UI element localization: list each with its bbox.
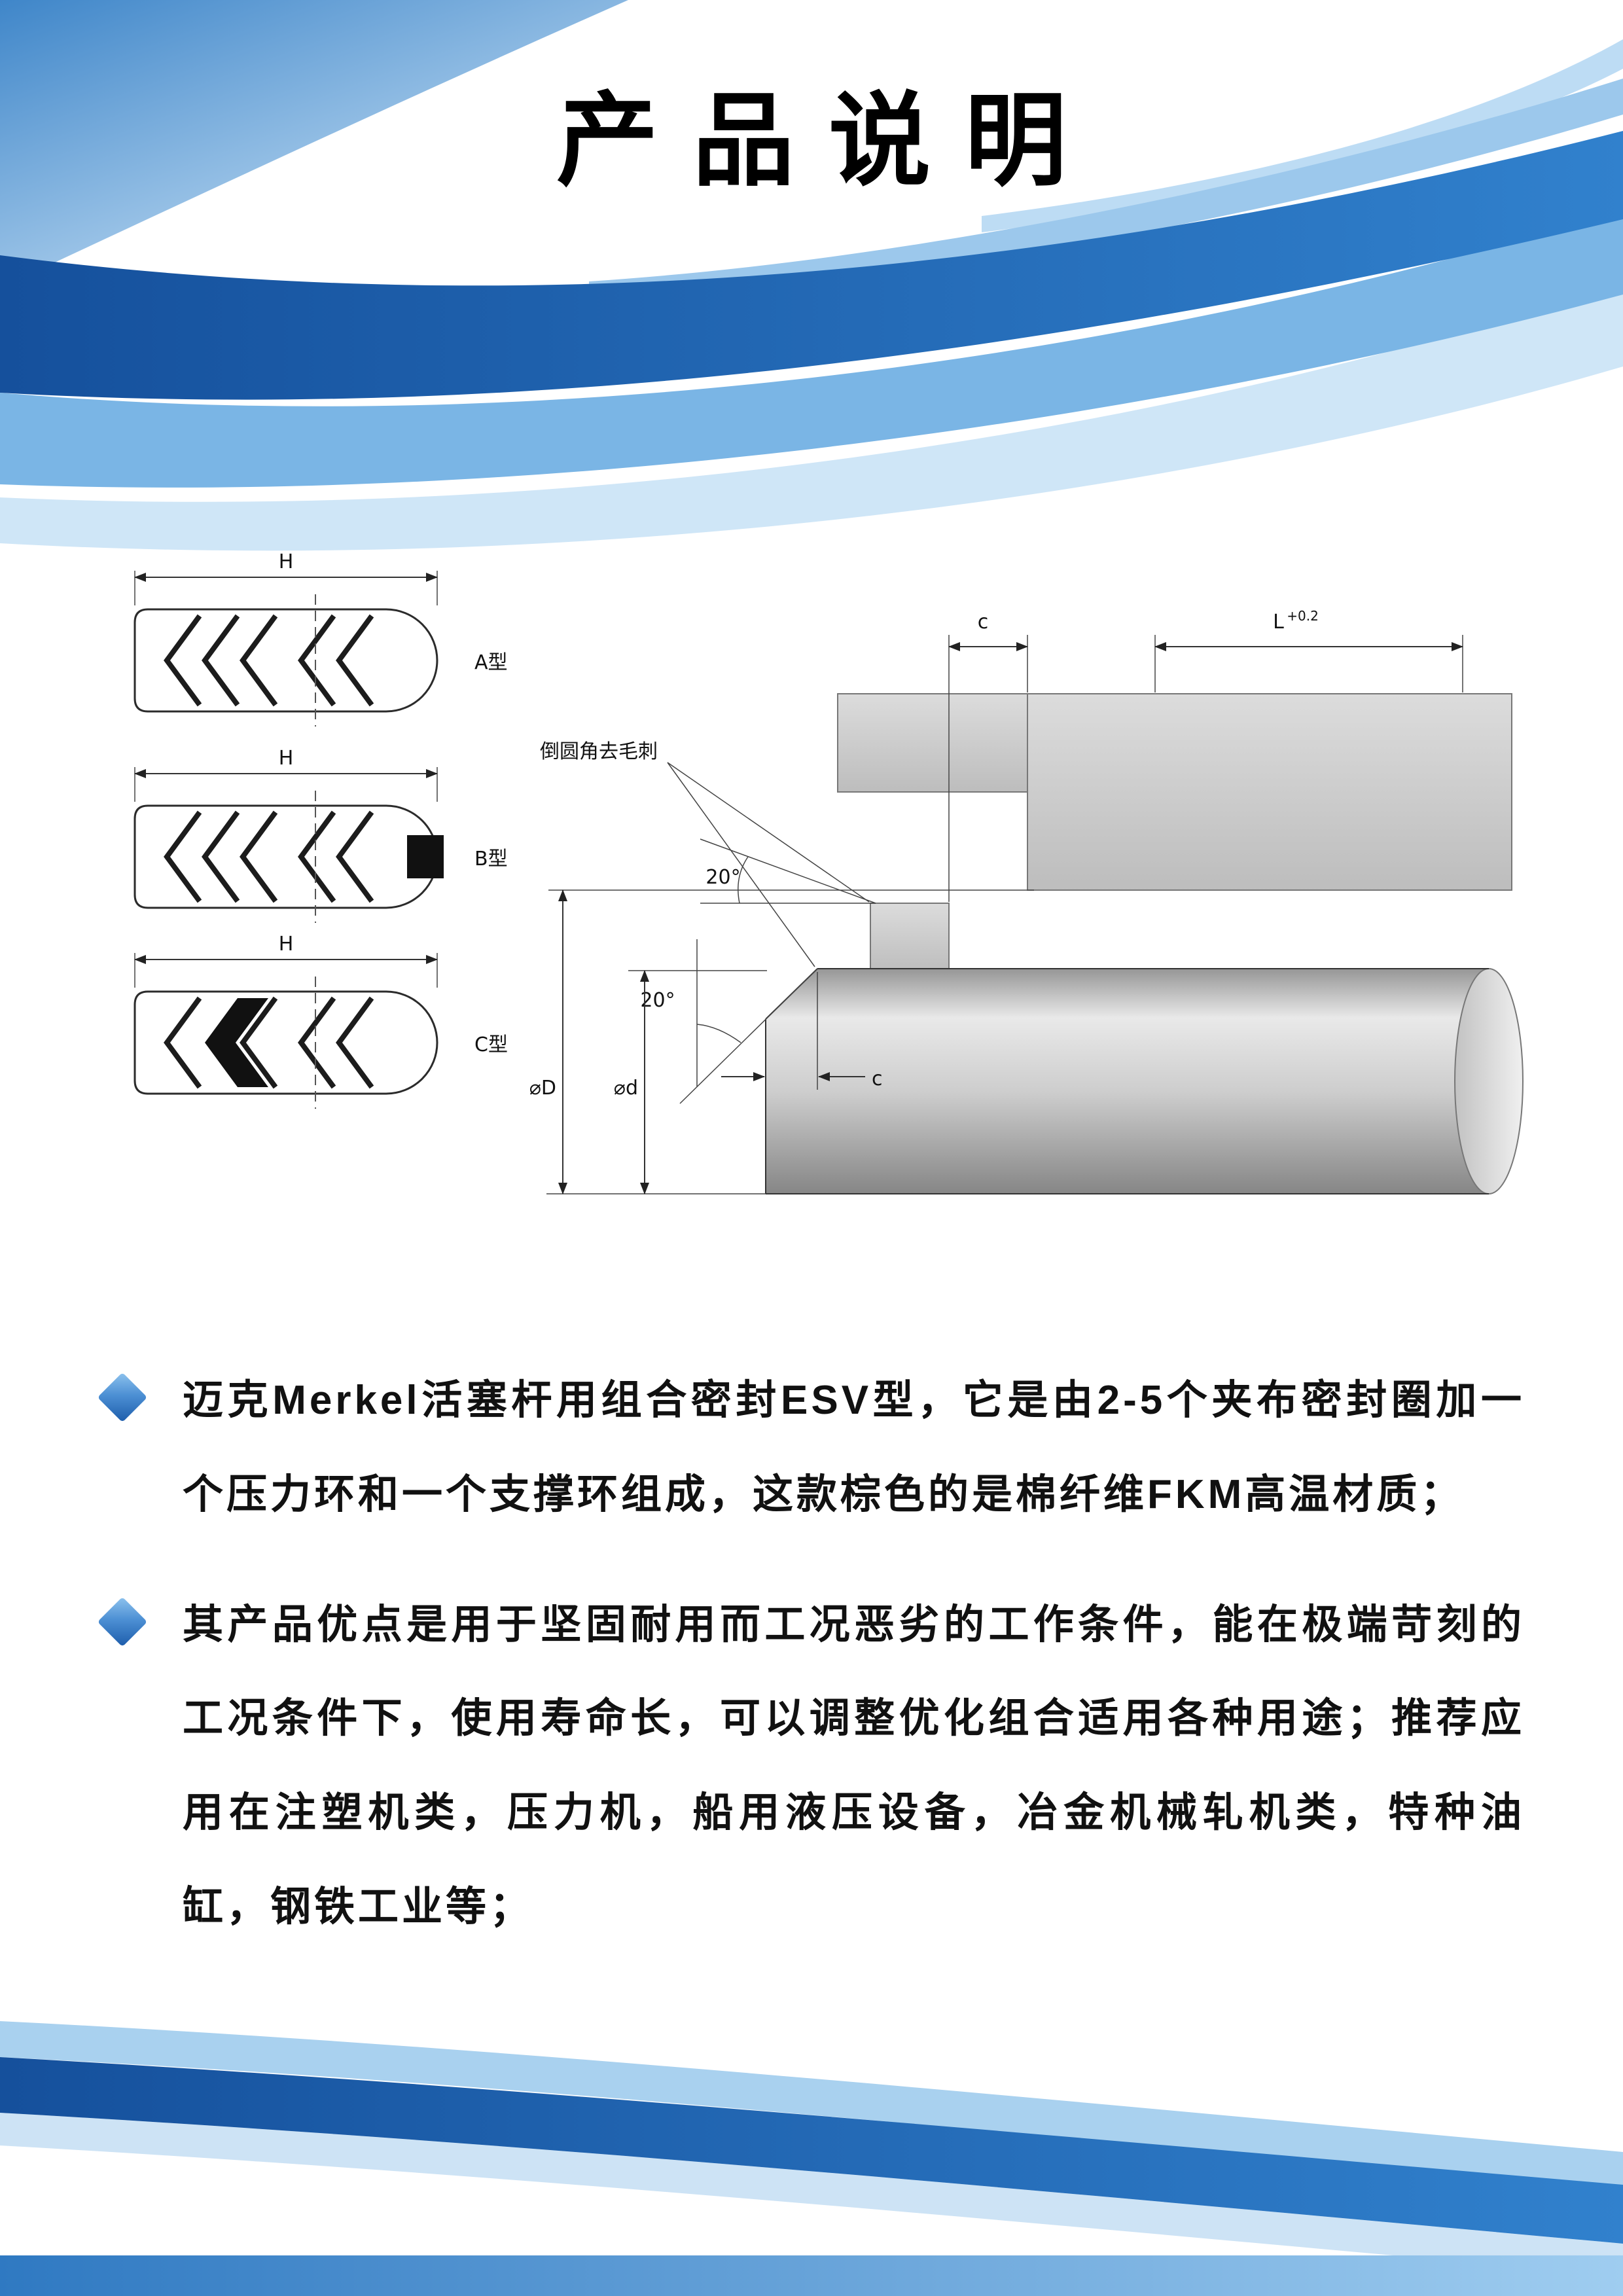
leader-line-2 [667,762,815,967]
page-title: 产品说明 [556,84,1101,198]
chamfer-note-label: 倒圆角去毛刺 [540,740,658,763]
bullet-item-2: 其产品优点是用于坚固耐用而工况恶劣的工作条件，能在极端苛刻的工况条件下，使用寿命… [97,1578,1525,1954]
diamond-bullet-icon [97,1596,148,1647]
seal-type-label-c: C型 [474,1033,508,1056]
housing-main-block [1027,693,1512,891]
seal-a-drawing: H A型 [134,550,508,726]
footer-bottom-strip [0,2255,1623,2296]
footer-dark-band [0,2057,1623,2244]
dim-label-L: L +0.2 [1273,608,1319,634]
light-upper-arc-2 [589,79,1623,301]
bullet-item-1: 迈克Merkel活塞杆用组合密封ESV型，它是由2-5个夹布密封圈加一个压力环和… [97,1354,1525,1542]
dim-label-c-top: c [978,611,989,634]
seal-groove-block [870,903,950,973]
bullet-text-1: 迈克Merkel活塞杆用组合密封ESV型，它是由2-5个夹布密封圈加一个压力环和… [183,1378,1525,1517]
light-lower-band [0,281,1623,551]
footer-under-band [0,2113,1623,2276]
rod-body [766,969,1489,1194]
dim-label-c-bottom: c [872,1067,883,1090]
description-bullets: 迈克Merkel活塞杆用组合密封ESV型，它是由2-5个夹布密封圈加一个压力环和… [97,1354,1525,1954]
dark-band [0,131,1623,400]
seal-type-label-a: A型 [474,651,508,674]
footer-wave-decoration [0,2021,1623,2296]
dim-label-h-b: H [279,747,294,770]
header-wave-decoration [0,0,1623,551]
assembly-drawing: c L +0.2 倒圆角去毛刺 20° [529,608,1524,1194]
rod-end-face [1454,968,1524,1194]
seal-c-drawing: H C型 [134,933,508,1109]
housing-left-block [837,693,1028,793]
angle-label-bottom: 20° [640,989,675,1012]
medium-band [0,209,1623,488]
dim-label-D: ⌀D [529,1077,556,1100]
seal-c-black-ring [205,998,268,1087]
dim-label-d: ⌀d [614,1077,638,1100]
bullet-text-2: 其产品优点是用于坚固耐用而工况恶劣的工作条件，能在极端苛刻的工况条件下，使用寿命… [183,1602,1525,1930]
seal-type-label-b: B型 [474,848,508,870]
angle-label-top: 20° [705,866,740,889]
dim-label-h-c: H [279,933,294,956]
seal-b-back-ring [407,835,444,878]
seal-b-drawing: H B型 [134,747,508,923]
light-upper-arc-1 [982,39,1623,232]
dim-label-h-a: H [279,550,294,573]
technical-diagram: H A型 H [20,537,1551,1237]
footer-light-band [0,2021,1623,2191]
diamond-bullet-icon [97,1372,148,1423]
corner-top-left-shape [0,0,628,288]
leader-line-1 [667,762,870,903]
